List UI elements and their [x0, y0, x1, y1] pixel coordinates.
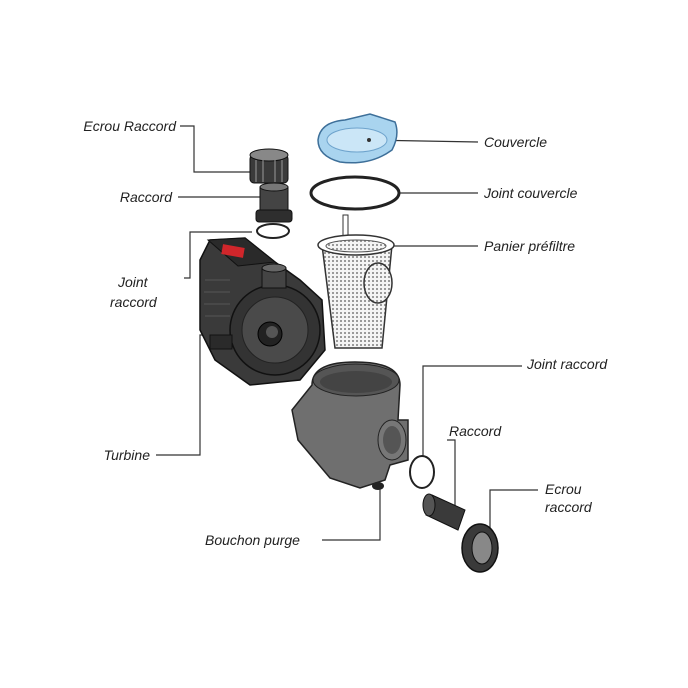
motor-part — [199, 237, 326, 386]
union-nut-top-part — [249, 148, 289, 184]
prefilter-housing-part — [291, 361, 409, 490]
label-ecrou-raccord-right-1: Ecrou — [545, 481, 582, 497]
label-raccord-right: Raccord — [449, 423, 502, 439]
label-bouchon-purge: Bouchon purge — [205, 532, 300, 548]
union-nut-right-part — [461, 523, 499, 573]
fitting-seal-top-part — [256, 223, 290, 239]
lid-part — [317, 113, 398, 164]
label-joint-raccord-left-2: raccord — [110, 294, 157, 310]
label-ecrou-raccord-top: Ecrou Raccord — [83, 118, 176, 134]
label-panier-prefiltre: Panier préfiltre — [484, 238, 576, 254]
label-joint-raccord-right: Joint raccord — [527, 356, 608, 372]
basket-part — [317, 214, 395, 349]
label-couvercle: Couvercle — [484, 134, 548, 150]
fitting-right-part — [422, 493, 466, 531]
lid-seal-part — [309, 175, 401, 211]
label-ecrou-raccord-right-2: raccord — [545, 499, 592, 515]
label-turbine: Turbine — [103, 447, 150, 463]
fitting-top-part — [255, 182, 293, 223]
label-joint-couvercle: Joint couvercle — [484, 185, 578, 201]
label-joint-raccord-left-1: Joint — [118, 274, 148, 290]
fitting-seal-right-part — [409, 455, 435, 489]
label-raccord-top: Raccord — [119, 189, 172, 205]
